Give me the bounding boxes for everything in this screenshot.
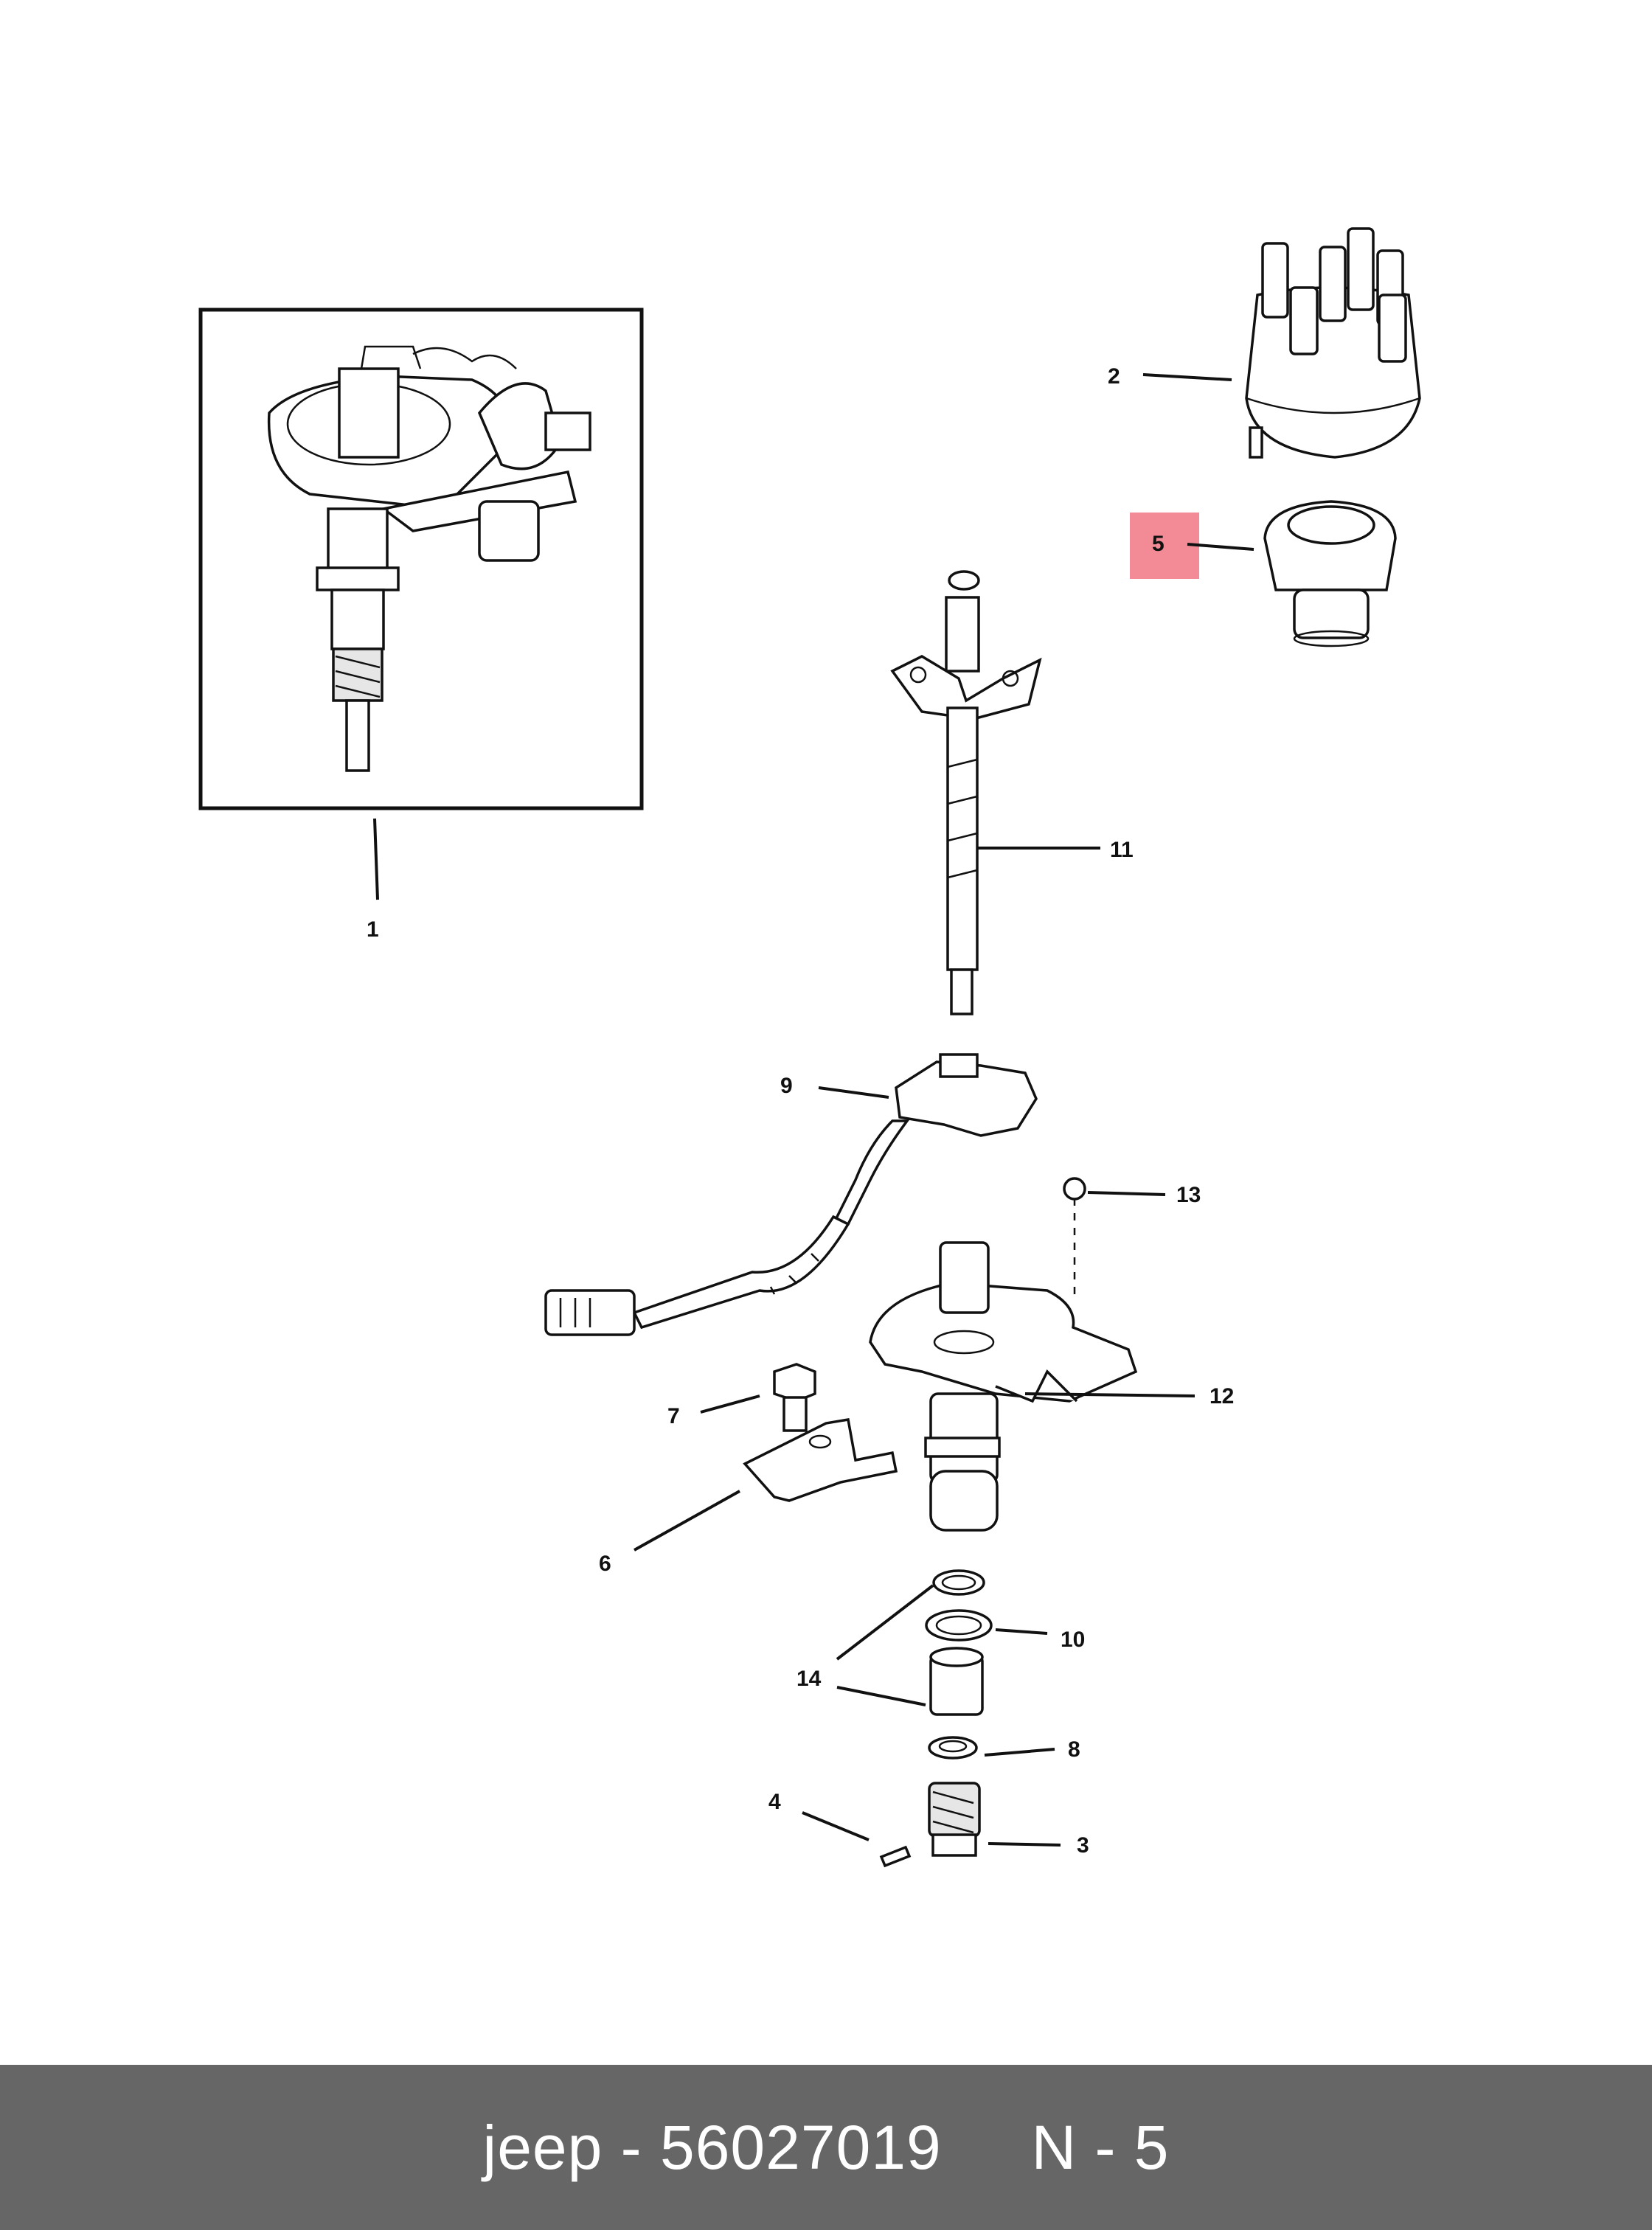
footer-separator: -	[603, 2112, 660, 2182]
part-8-spring	[928, 1736, 978, 1760]
footer-gap	[942, 2113, 1032, 2182]
leader-1	[373, 818, 379, 900]
part-6-clamp	[743, 1417, 898, 1502]
leader-10	[995, 1628, 1048, 1635]
callout-1: 1	[367, 917, 379, 942]
parts-diagram: 1 2 5 11	[198, 227, 1421, 1868]
leader-9	[818, 1086, 889, 1099]
part-12-housing	[869, 1241, 1138, 1532]
callout-11: 11	[1110, 838, 1134, 862]
callout-4: 4	[768, 1790, 781, 1814]
part-4-pin	[879, 1845, 912, 1868]
leader-4	[802, 1811, 870, 1841]
leader-14-b	[836, 1686, 926, 1706]
leader-14-a	[836, 1584, 934, 1661]
leader-3	[988, 1842, 1061, 1847]
callout-13: 13	[1176, 1183, 1201, 1207]
footer-caption: jeep - 56027019 N - 5	[483, 2112, 1170, 2184]
part-3-gear	[928, 1782, 981, 1857]
part-13-screw	[1063, 1177, 1086, 1298]
callout-7: 7	[667, 1404, 680, 1428]
part-14-bushing	[929, 1647, 984, 1716]
part-1-distributor-assembly	[198, 308, 644, 810]
callout-8: 8	[1068, 1737, 1080, 1762]
leader-2	[1142, 373, 1232, 381]
callout-9: 9	[780, 1074, 793, 1098]
part-5-rotor	[1263, 500, 1397, 647]
leader-8	[984, 1748, 1055, 1757]
callout-10: 10	[1061, 1628, 1085, 1652]
part-9-pickup-coil	[544, 1053, 1038, 1336]
callout-3: 3	[1077, 1833, 1089, 1858]
callout-12: 12	[1210, 1384, 1234, 1408]
leader-12	[1024, 1392, 1195, 1397]
part-2-distributor-cap	[1245, 227, 1421, 459]
footer-part-number: 56027019	[660, 2112, 942, 2182]
leader-13	[1087, 1191, 1166, 1196]
callout-6: 6	[599, 1552, 611, 1576]
part-7-bolt	[773, 1363, 816, 1432]
footer-brand: jeep	[482, 2112, 603, 2182]
leader-5	[1187, 543, 1254, 551]
callout-5: 5	[1152, 532, 1165, 556]
callout-14: 14	[796, 1667, 822, 1691]
part-14-washer	[932, 1569, 985, 1596]
footer-bar: jeep - 56027019 N - 5	[0, 2065, 1652, 2230]
leader-6	[634, 1490, 740, 1552]
callout-2: 2	[1108, 364, 1120, 389]
part-11-shaft	[890, 570, 1042, 1015]
part-10-washer	[925, 1609, 993, 1642]
leader-7	[700, 1394, 760, 1414]
footer-ref: N - 5	[1031, 2112, 1170, 2182]
